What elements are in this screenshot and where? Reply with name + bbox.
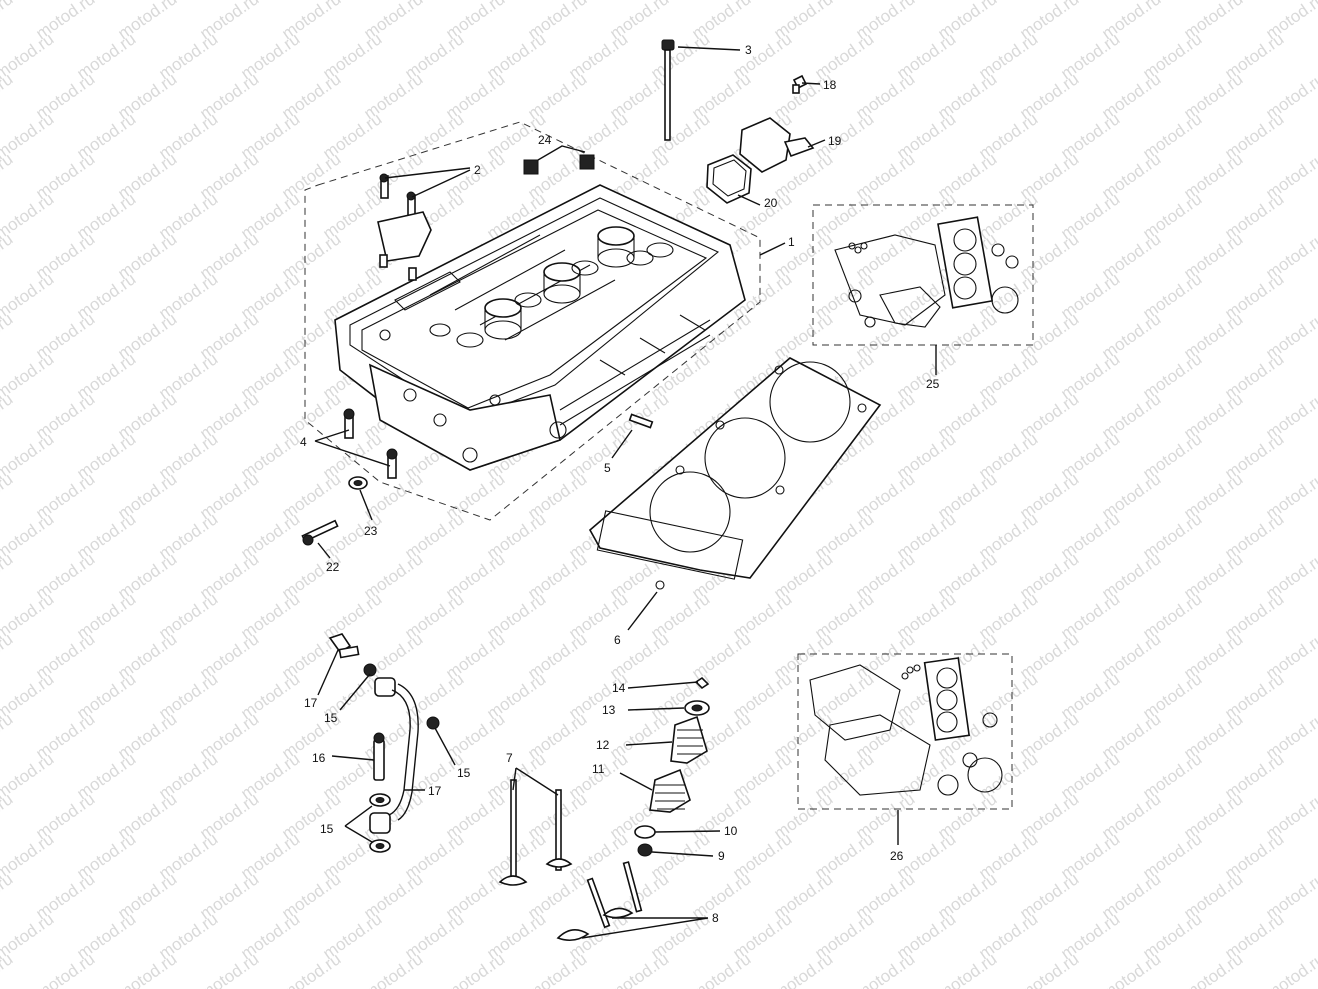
watermark-text: motod.ru: [196, 949, 262, 989]
watermark-text: motod.ru: [688, 949, 754, 989]
valve-train: [498, 676, 710, 942]
small-bolts: [301, 408, 654, 546]
callout-19: 18: [823, 78, 837, 92]
watermark-text: motod.ru: [442, 949, 508, 989]
callout-20: 19: [828, 134, 842, 148]
thermostat-housing-group: [706, 74, 815, 204]
watermark-text: motod.ru: [1016, 949, 1082, 989]
watermark-text: motod.ru: [0, 309, 16, 363]
watermark-text: motod.ru: [1262, 949, 1318, 989]
watermark-text: motod.ru: [0, 69, 16, 123]
cam-cap-bolts: [377, 173, 432, 281]
head-bolt: [661, 39, 675, 141]
cylinder-head-dashed-outline: [304, 121, 761, 521]
callout-15c: 15: [320, 822, 334, 836]
watermark-text: motod.ru: [114, 949, 180, 989]
callout-13: 13: [602, 703, 616, 717]
watermark-text: motod.ru: [934, 949, 1000, 989]
callout-1: 1: [788, 235, 795, 249]
watermark-text: motod.ru: [0, 469, 16, 523]
watermark-text: motod.ru: [0, 789, 16, 843]
callout-18: 17: [304, 696, 318, 710]
callout-26: 26: [890, 849, 904, 863]
callout-21: 20: [764, 196, 778, 210]
cylinder-head-assembly: [304, 121, 761, 521]
watermark-text: motod.ru: [360, 949, 426, 989]
callout-labels: 3 2 24 18 19 20 1 25 4 5 23 22 6 17 15 1…: [300, 43, 940, 925]
callout-23: 23: [364, 524, 378, 538]
callout-leaders: [314, 46, 937, 939]
callout-11: 11: [592, 762, 605, 776]
watermark-text: motod.ru: [0, 869, 16, 923]
callout-22: 22: [326, 560, 340, 574]
callout-3: 3: [745, 43, 752, 57]
callout-8: 8: [712, 911, 719, 925]
callout-12: 12: [596, 738, 610, 752]
callout-24: 24: [538, 133, 552, 147]
callout-9: 9: [718, 849, 725, 863]
top-end-gasket-set: [812, 204, 1034, 346]
watermark-text: motod.ru: [0, 549, 16, 603]
watermark-text: motod.ru: [1098, 949, 1164, 989]
watermark-text: motod.ru: [0, 229, 16, 283]
callout-25: 25: [926, 377, 940, 391]
callout-6: 6: [614, 633, 621, 647]
thermostat-housing: [739, 117, 791, 173]
watermark-text: motod.ru: [0, 149, 16, 203]
cam-cap: [377, 211, 432, 262]
watermark-text: motod.ru: [524, 949, 590, 989]
callout-14: 14: [612, 681, 626, 695]
callout-5: 5: [604, 461, 611, 475]
watermark-text: motod.ru: [32, 949, 98, 989]
callout-4: 4: [300, 435, 307, 449]
rubber-plugs: [523, 154, 595, 175]
watermark-text: motod.ru: [1180, 949, 1246, 989]
callout-10: 10: [724, 824, 738, 838]
callout-15a: 15: [324, 711, 338, 725]
watermark-text: motod.ru: [0, 0, 16, 43]
watermark-text: motod.ru: [0, 629, 16, 683]
callout-7: 7: [506, 751, 513, 765]
head-gasket: [588, 357, 882, 590]
watermark-text: motod.ru: [606, 949, 672, 989]
callout-15b: 15: [457, 766, 471, 780]
callout-16: 16: [312, 751, 326, 765]
watermark-text: motod.ru: [770, 949, 836, 989]
watermark-text: motod.ru: [0, 389, 16, 443]
watermark-text: motod.ru: [0, 709, 16, 763]
watermark-text: motod.ru: [852, 949, 918, 989]
watermark-text: motod.ru: [278, 949, 344, 989]
full-gasket-set: [797, 653, 1013, 810]
callout-2: 2: [474, 163, 481, 177]
callout-17: 17: [428, 784, 442, 798]
